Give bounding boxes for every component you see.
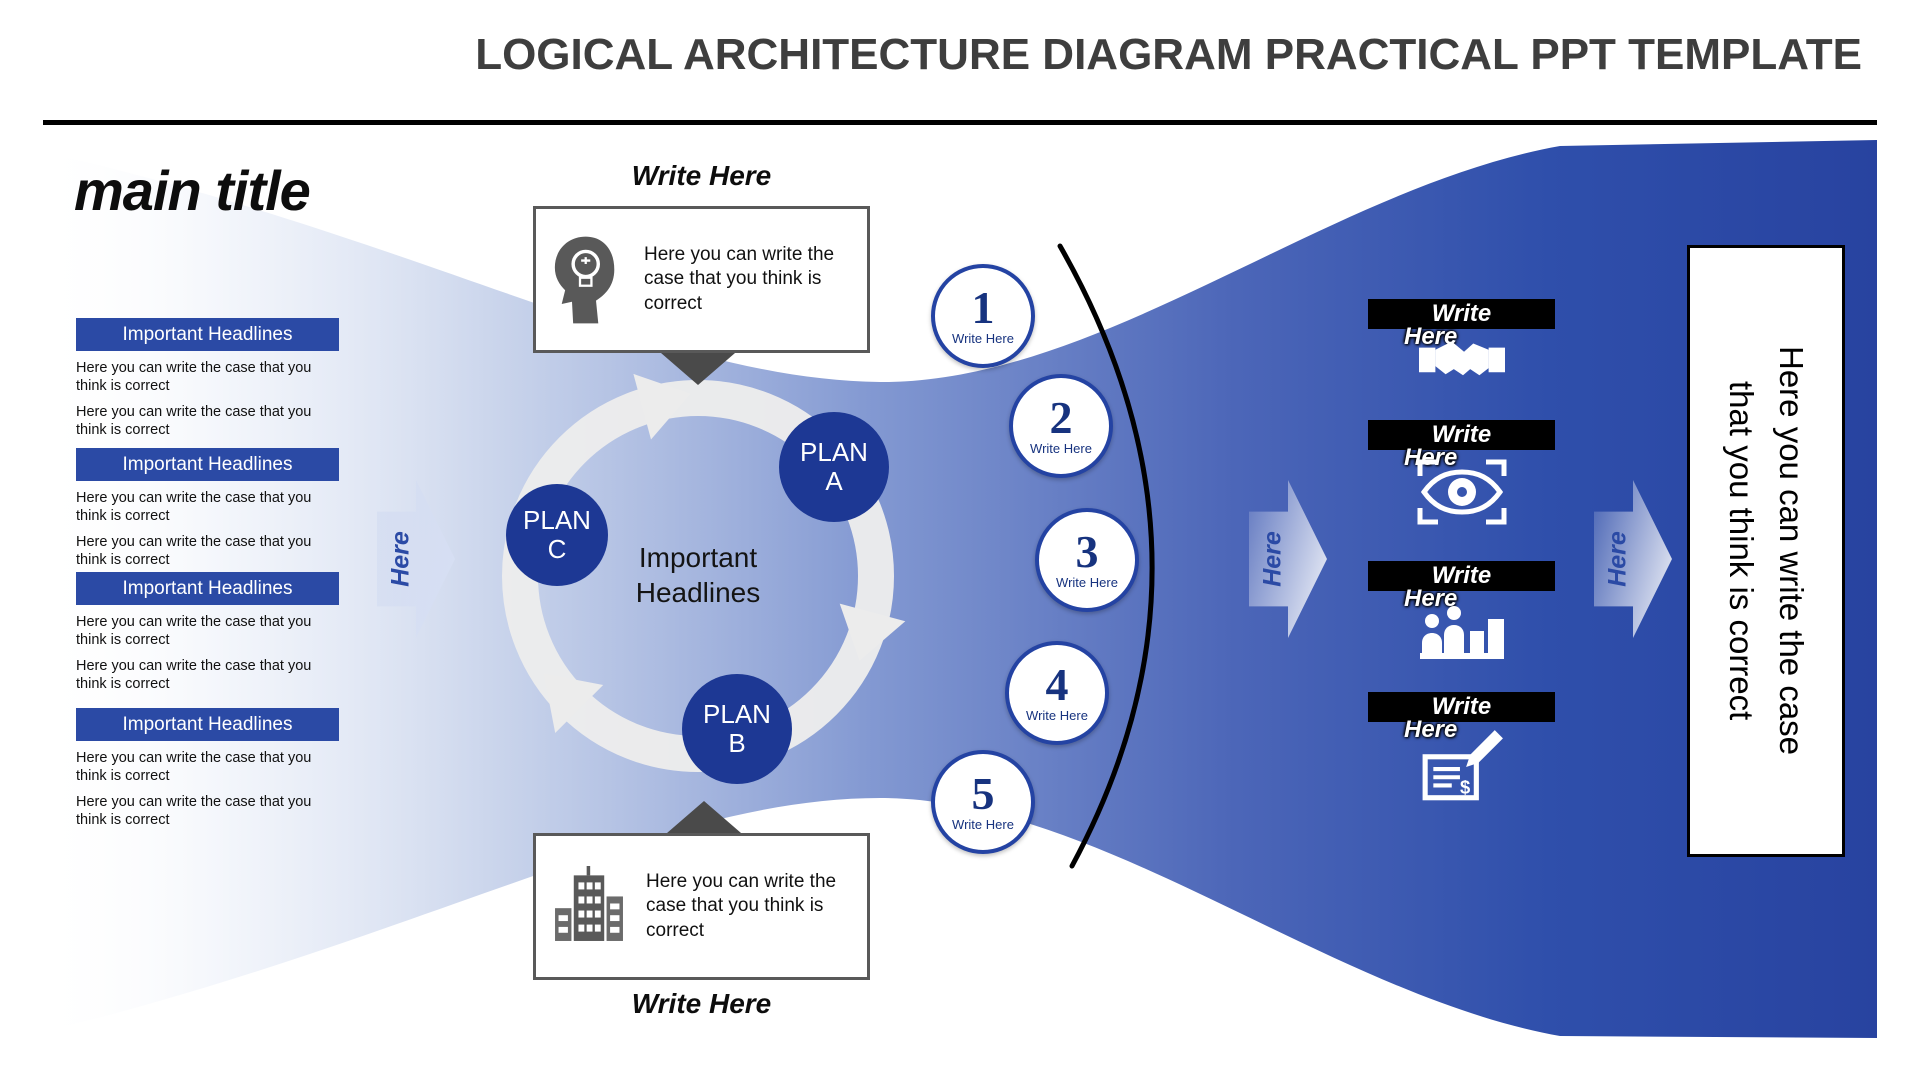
headline-paragraph: Here you can write the case that you thi… — [76, 360, 312, 394]
page-title: LOGICAL ARCHITECTURE DIAGRAM PRACTICAL P… — [475, 30, 1862, 79]
step-number: 5 — [971, 767, 995, 819]
audience-icon — [1419, 606, 1504, 659]
right-item: Write Here $ — [1368, 692, 1555, 814]
main-title: main title — [74, 159, 311, 222]
bottom-callout-box: Here you can write the case that you thi… — [533, 833, 870, 980]
eye-icon — [1417, 459, 1506, 525]
plan-a-circle: PLAN A — [779, 412, 889, 522]
cycle-center-label: Important Headlines — [548, 540, 848, 610]
headline-block: Important Headlines Here you can write t… — [76, 708, 366, 830]
plan-c-circle: PLAN C — [506, 484, 608, 586]
headline-paragraph: Here you can write the case that you thi… — [76, 614, 312, 648]
step-label: Write Here — [1026, 708, 1088, 724]
step-number: 3 — [1075, 525, 1099, 577]
top-callout-text: Here you can write the case that you thi… — [644, 244, 835, 314]
plan-a-letter: A — [825, 466, 843, 496]
right-item-label2: Here — [1404, 444, 1458, 471]
headline-paragraph: Here you can write the case that you thi… — [76, 534, 312, 569]
right-item-bar: Write — [1368, 299, 1555, 329]
step-number: 1 — [971, 281, 995, 333]
step-number: 2 — [1049, 391, 1073, 443]
headline-bar: Important Headlines — [76, 448, 339, 481]
headline-paragraph: Here you can write the case that you thi… — [76, 658, 312, 693]
header-divider — [43, 120, 1877, 125]
right-item: Write Here — [1368, 299, 1555, 421]
headline-paragraph: Here you can write the case that you thi… — [76, 794, 312, 829]
step-label: Write Here — [1030, 441, 1092, 457]
top-callout-label: Write Here — [631, 160, 772, 191]
right-panel-line2: that you think is correct — [1723, 381, 1760, 721]
plan-b-letter: B — [728, 728, 746, 758]
plan-b-label: PLAN — [703, 698, 771, 729]
headline-bar: Important Headlines — [76, 708, 339, 741]
bottom-callout-pointer — [667, 801, 741, 833]
step-circle-2: 2 Write Here — [1009, 374, 1113, 478]
right-item-bar: Write — [1368, 692, 1555, 722]
step-label: Write Here — [952, 331, 1014, 347]
plan-b-circle: PLAN B — [682, 674, 792, 784]
step-label: Write Here — [952, 817, 1014, 833]
cycle-center-line1: Important — [638, 542, 758, 573]
plan-c-letter: C — [547, 534, 567, 564]
headline-bar: Important Headlines — [76, 572, 339, 605]
handshake-icon — [1418, 341, 1505, 376]
step-circle-1: 1 Write Here — [931, 264, 1035, 368]
headline-bar: Important Headlines — [76, 318, 339, 351]
step-circle-3: 3 Write Here — [1035, 508, 1139, 612]
step-number: 4 — [1045, 658, 1069, 710]
bottom-callout-label: Write Here — [631, 988, 772, 1019]
selection-arc — [1057, 243, 1155, 869]
here-arrow-label: Here — [386, 531, 415, 587]
headline-block: Important Headlines Here you can write t… — [76, 448, 366, 570]
headline-paragraph: Here you can write the case that you thi… — [76, 750, 312, 784]
top-callout-pointer — [661, 353, 735, 385]
step-label: Write Here — [1056, 575, 1118, 591]
here-arrow-label: Here — [1603, 531, 1632, 587]
here-arrow-label: Here — [1258, 531, 1287, 587]
plan-a-label: PLAN — [800, 436, 868, 467]
right-item-label2: Here — [1404, 585, 1458, 612]
building-icon — [555, 865, 623, 941]
plan-c-label: PLAN — [523, 504, 591, 535]
svg-text:$: $ — [1459, 777, 1469, 798]
headline-block: Important Headlines Here you can write t… — [76, 318, 366, 440]
right-item-bar: Write — [1368, 420, 1555, 450]
headline-paragraph: Here you can write the case that you thi… — [76, 404, 312, 439]
right-panel-line1: Here you can write the case — [1773, 346, 1810, 756]
bottom-callout-text: Here you can write the case that you thi… — [646, 871, 837, 941]
contract-icon: $ — [1422, 730, 1503, 801]
right-item: Write Here — [1368, 420, 1555, 542]
top-callout-box: Here you can write the case that you thi… — [533, 206, 870, 353]
right-item-label2: Here — [1404, 716, 1458, 743]
right-item-bar: Write — [1368, 561, 1555, 591]
step-circle-5: 5 Write Here — [931, 750, 1035, 854]
cycle-center-line2: Headlines — [635, 577, 761, 608]
idea-head-icon — [554, 236, 615, 323]
headline-paragraph: Here you can write the case that you thi… — [76, 490, 312, 524]
headline-block: Important Headlines Here you can write t… — [76, 572, 366, 694]
step-circle-4: 4 Write Here — [1005, 641, 1109, 745]
right-item: Write Here — [1368, 561, 1555, 683]
right-panel: Here you can write the case that you thi… — [1687, 245, 1845, 857]
